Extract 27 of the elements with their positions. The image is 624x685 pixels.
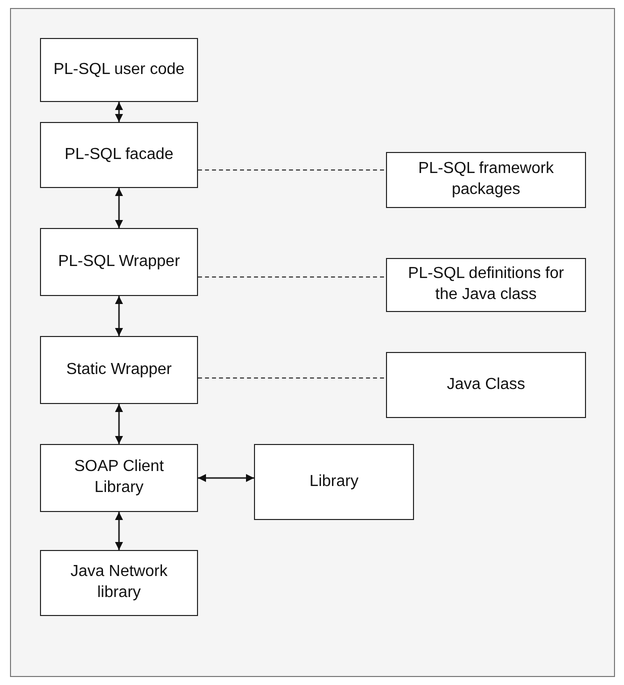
arrow [198, 474, 254, 482]
arrow [115, 512, 123, 550]
box-label: Java Class [446, 374, 526, 395]
box-label: Java Network library [70, 562, 168, 603]
process-box [386, 352, 586, 418]
box-label: PL-SQL Wrapper [58, 252, 180, 272]
dashed-connector [198, 276, 386, 278]
box-label: SOAP Client Library [73, 457, 165, 498]
arrow [115, 404, 123, 444]
arrow [115, 296, 123, 336]
box-label: PL-SQL framework packages [417, 159, 555, 200]
arrow [115, 188, 123, 228]
process-box [40, 122, 198, 188]
process-box [40, 38, 198, 102]
arrow [115, 102, 123, 122]
process-box [40, 444, 198, 512]
process-box [254, 444, 414, 520]
box-label: PL-SQL definitions for the Java class [407, 264, 565, 305]
process-box [40, 228, 198, 296]
process-box [386, 152, 586, 208]
process-box [40, 336, 198, 404]
box-label: Library [310, 472, 358, 492]
process-box [40, 550, 198, 616]
box-label: Static Wrapper [66, 360, 172, 380]
process-box [386, 258, 586, 312]
box-label: PL-SQL user code [53, 60, 185, 80]
box-label: PL-SQL facade [64, 144, 174, 165]
